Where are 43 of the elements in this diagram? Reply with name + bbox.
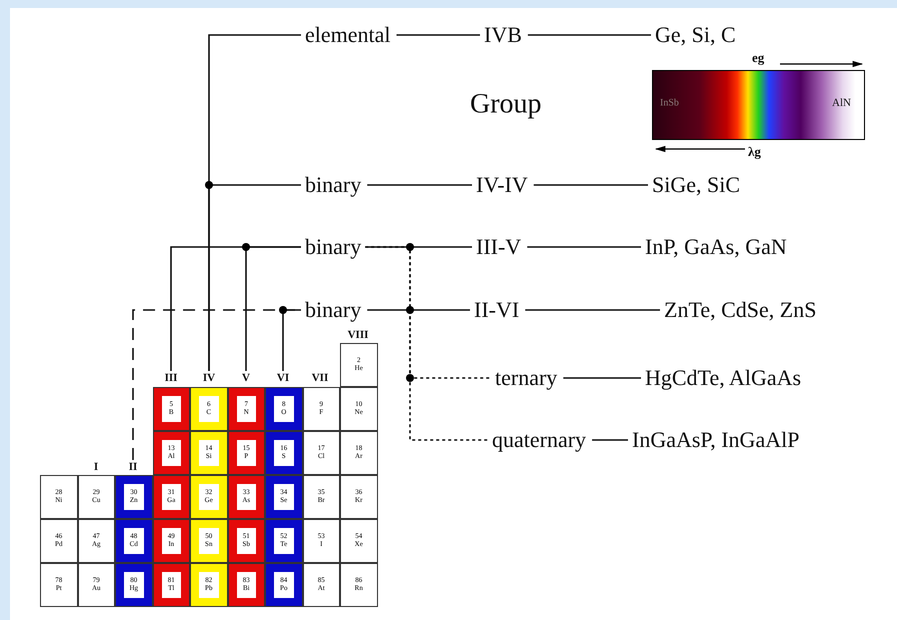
connector-line: [525, 309, 660, 311]
category-label: InP, GaAs, GaN: [645, 234, 787, 260]
connector-line: [282, 309, 301, 371]
category-label: quaternary: [492, 428, 586, 452]
connector-line: [367, 246, 472, 248]
heading: Group: [470, 90, 542, 120]
column-header: VI: [276, 372, 290, 384]
connector-line: [367, 309, 470, 311]
connector-line: [365, 246, 488, 441]
axis-label: eg: [752, 50, 764, 66]
axis-label: λg: [748, 144, 761, 160]
category-label: III-V: [476, 234, 522, 260]
column-header: V: [242, 372, 250, 384]
category-label: binary: [305, 172, 362, 198]
connector-line: [208, 184, 301, 371]
category-label: HgCdTe, AlGaAs: [645, 366, 802, 390]
column-header: I: [94, 460, 98, 474]
column-header: VII: [312, 372, 328, 384]
column-header: IV: [202, 372, 216, 384]
category-label: Ge, Si, C: [655, 22, 736, 48]
category-label: elemental: [305, 22, 391, 48]
category-label: InGaAsP, InGaAlP: [632, 428, 800, 452]
connector-line: [528, 34, 651, 36]
connector-line: [396, 34, 480, 36]
connector-line: [245, 246, 301, 371]
category-label: IVB: [484, 22, 522, 48]
category-label: binary: [305, 234, 362, 260]
connector-line: [592, 439, 628, 441]
category-label: ternary: [495, 366, 558, 390]
connector-line: [367, 184, 472, 186]
column-header: II: [128, 460, 138, 474]
column-header: VIII: [348, 328, 368, 342]
category-label: II-VI: [474, 298, 520, 322]
bar-label: AlN: [832, 96, 851, 110]
connector-line: [527, 246, 641, 248]
category-label: IV-IV: [476, 172, 528, 198]
connector-line: [563, 377, 641, 379]
connector-line: [534, 184, 648, 186]
category-label: ZnTe, CdSe, ZnS: [664, 298, 816, 322]
column-header: III: [164, 372, 178, 384]
bar-label: InSb: [660, 98, 679, 108]
category-label: binary: [305, 298, 362, 322]
category-label: SiGe, SiC: [652, 172, 740, 198]
